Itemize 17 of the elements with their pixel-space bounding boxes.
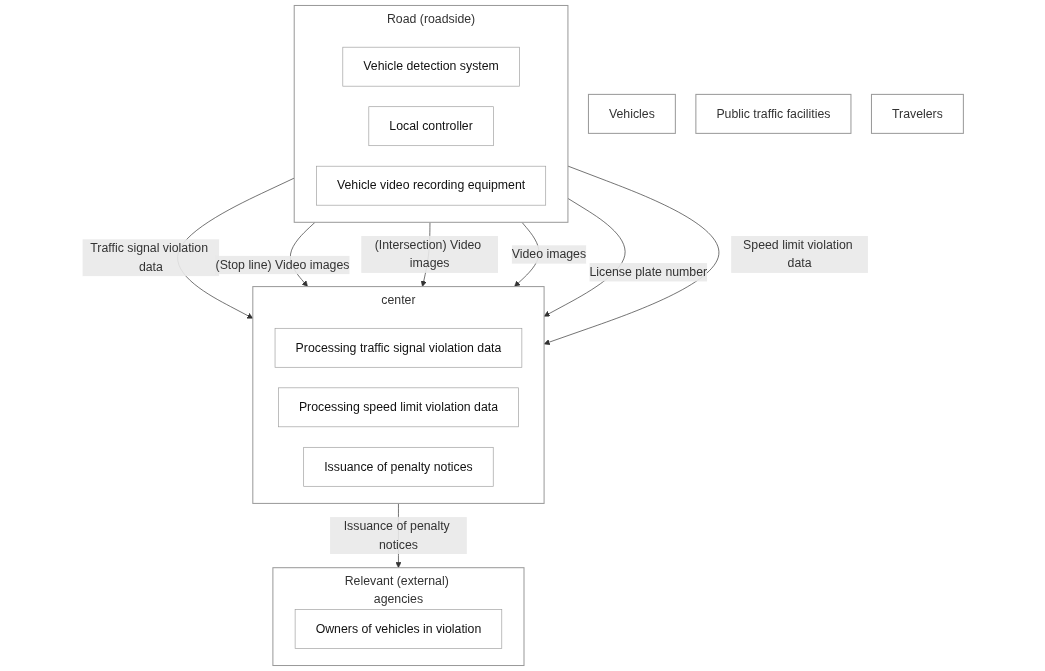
node-box: Processing traffic signal violation data: [274, 327, 522, 368]
node-box: Public traffic facilities: [694, 93, 852, 134]
node-box: Local controller: [368, 106, 494, 147]
edge-label: Speed limit violation data: [742, 238, 853, 271]
edge-label: (Stop line) Video images: [215, 257, 350, 272]
node-box: Vehicle detection system: [342, 46, 520, 87]
node-box: Issuance of penalty notices: [302, 447, 494, 487]
edge-label: Issuance of penalty notices: [343, 519, 450, 552]
node-box: Owners of vehicles in violation: [294, 609, 502, 649]
edge-label: Traffic signal violation data: [89, 241, 208, 274]
edge-label: License plate number: [588, 265, 707, 279]
edge-label: (Intersection) Video images: [374, 238, 481, 271]
node-box: Travelers: [870, 93, 964, 134]
node-box: Vehicles: [587, 93, 676, 134]
node-box: Vehicle video recording equipment: [315, 165, 546, 206]
edge-label: Video images: [511, 247, 586, 261]
node-box: Processing speed limit violation data: [277, 387, 519, 428]
